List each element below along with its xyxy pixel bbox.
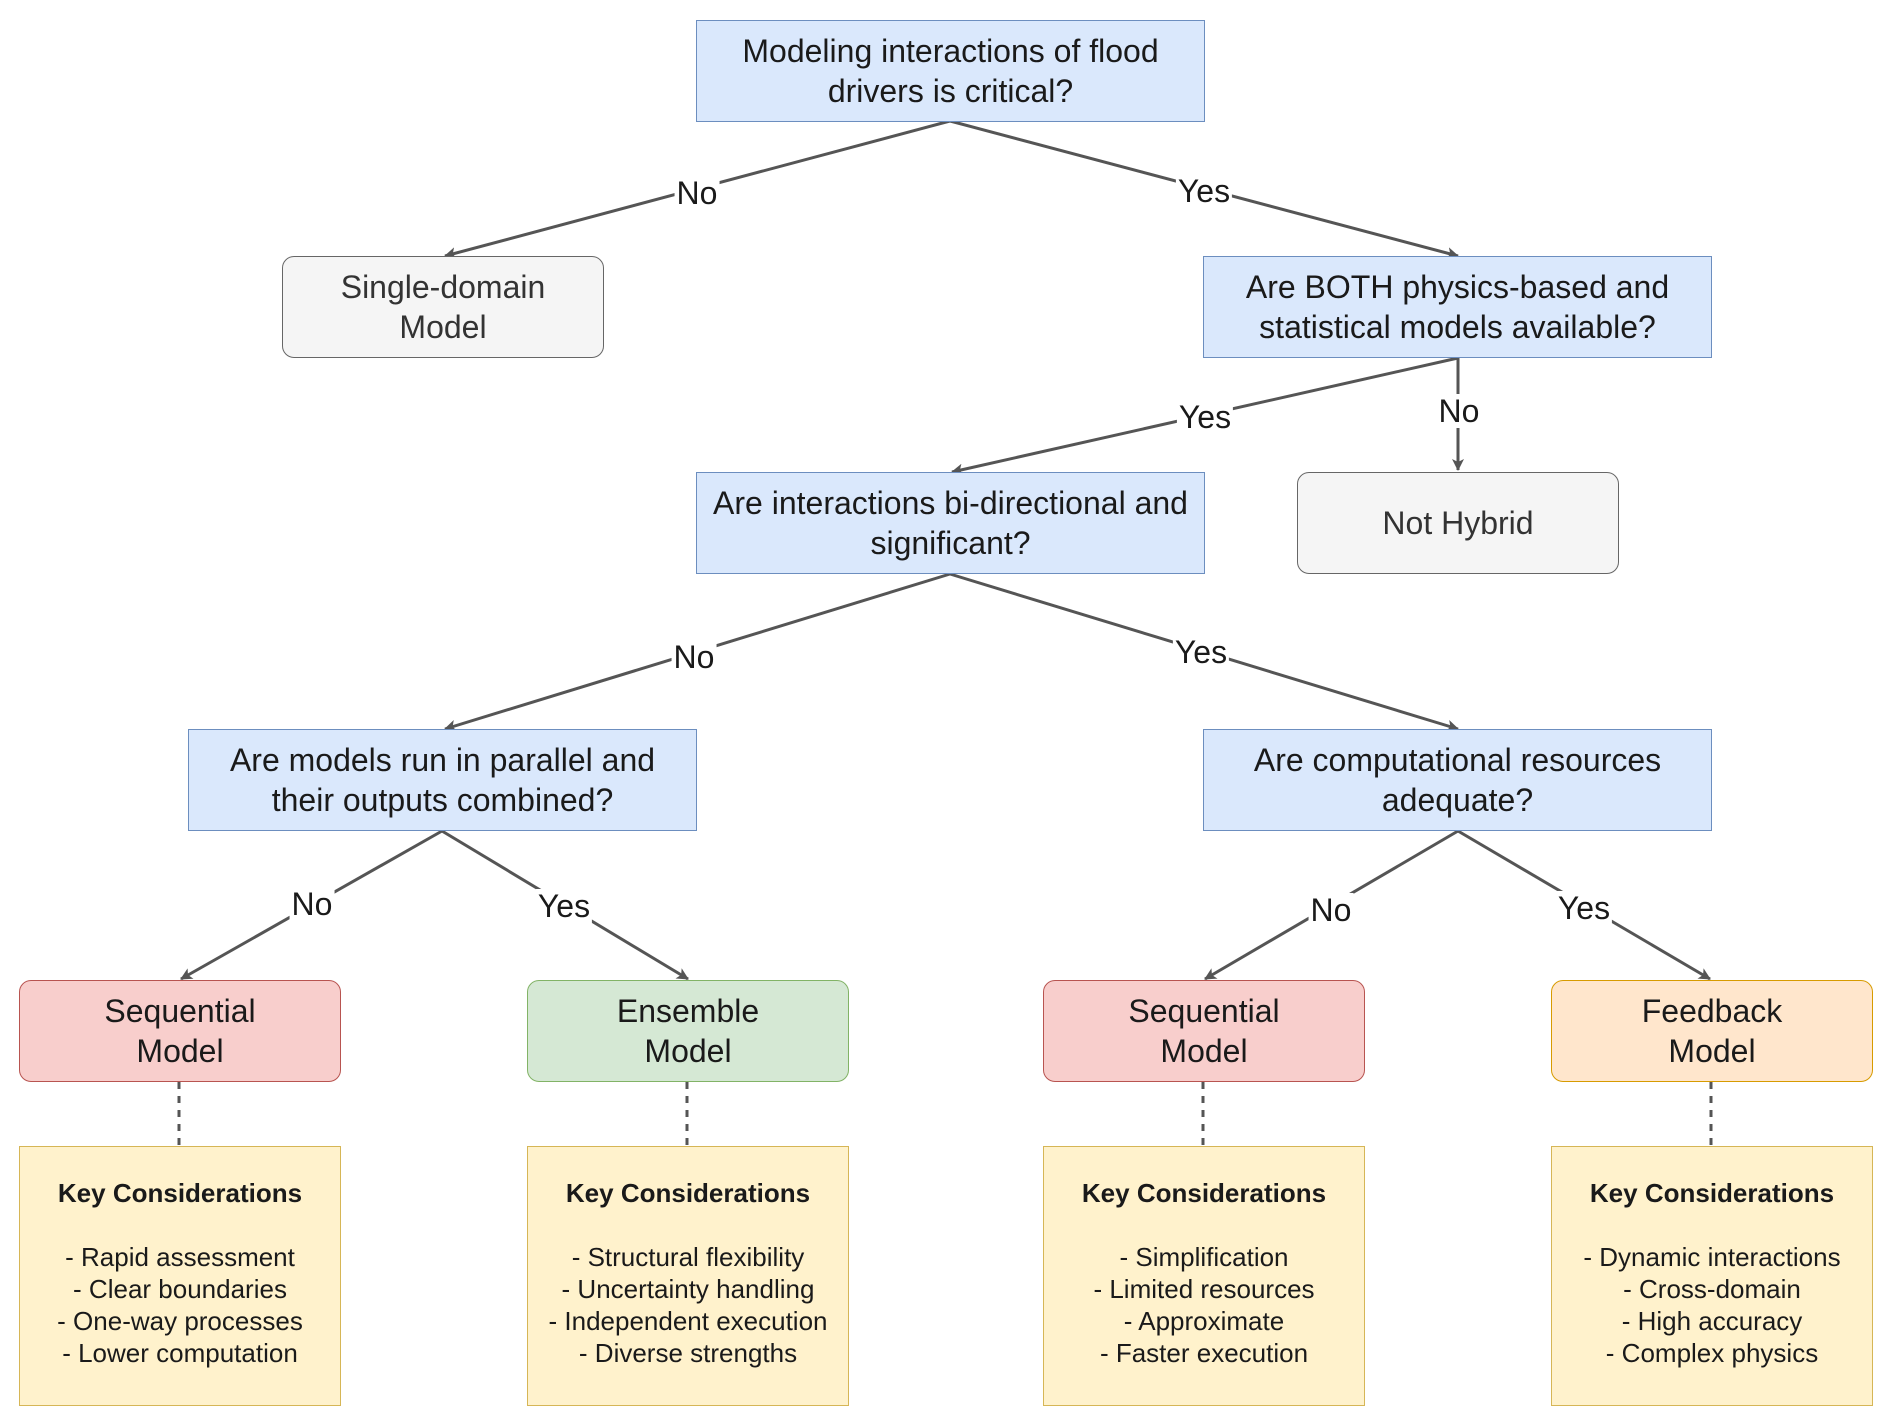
node-text: their outputs combined? [271,782,614,818]
result-ensemble-model: Ensemble Model [527,980,849,1082]
edge-label-q1-yes: Yes [1175,173,1233,209]
considerations-title: Key Considerations [1081,1178,1327,1208]
node-text: Are interactions bi-directional and [713,485,1188,521]
edge-label-q1-no: No [674,175,720,211]
decision-models-available: Are BOTH physics-based and statistical m… [1203,256,1712,358]
consideration-item: - Diverse strengths [578,1338,798,1368]
node-text: Single-domain [340,269,546,305]
consideration-item: - Dynamic interactions [1583,1242,1841,1272]
node-text: Modeling interactions of flood [742,33,1159,69]
consideration-item: - Limited resources [1093,1274,1315,1304]
node-text: Not Hybrid [1382,505,1534,541]
terminal-single-domain-model: Single-domain Model [282,256,604,358]
consideration-item: - Uncertainty handling [561,1274,815,1304]
consideration-item: - Rapid assessment [65,1242,295,1272]
node-text: statistical models available? [1259,309,1656,345]
node-text: drivers is critical? [827,73,1074,109]
node-text: Model [644,1033,732,1069]
edge-label-q5-no: No [1308,892,1354,928]
consideration-item: - Faster execution [1099,1338,1309,1368]
decision-parallel-models: Are models run in parallel and their out… [188,729,697,831]
result-sequential-model-left: Sequential Model [19,980,341,1082]
consideration-item: - Approximate [1123,1306,1285,1336]
node-text: Model [1668,1033,1756,1069]
terminal-not-hybrid: Not Hybrid [1297,472,1619,574]
consideration-item: - Clear boundaries [73,1274,287,1304]
consideration-item: - One-way processes [57,1306,303,1336]
node-text: Are models run in parallel and [229,742,656,778]
considerations-sequential-left: Key Considerations - Rapid assessment - … [19,1146,341,1406]
consideration-item: - Independent execution [548,1306,828,1336]
consideration-item: - Cross-domain [1623,1274,1801,1304]
considerations-sequential-right: Key Considerations - Simplification - Li… [1043,1146,1365,1406]
edge-label-q4-no: No [289,886,335,922]
considerations-title: Key Considerations [565,1178,811,1208]
edge-label-q2-no: No [1436,393,1482,429]
consideration-item: - Complex physics [1605,1338,1819,1368]
node-text: Are computational resources [1253,742,1662,778]
edge-label-q2-yes: Yes [1176,399,1234,435]
node-text: Are BOTH physics-based and [1245,269,1670,305]
edge-label-q3-yes: Yes [1172,634,1230,670]
node-text: Model [399,309,487,345]
node-text: significant? [870,525,1031,561]
considerations-title: Key Considerations [57,1178,303,1208]
edge-label-q4-yes: Yes [535,888,593,924]
decision-computational-resources: Are computational resources adequate? [1203,729,1712,831]
node-text: adequate? [1381,782,1534,818]
node-text: Model [136,1033,224,1069]
node-text: Sequential [104,993,256,1029]
considerations-title: Key Considerations [1589,1178,1835,1208]
consideration-item: - High accuracy [1621,1306,1803,1336]
node-text: Ensemble [616,993,760,1029]
node-text: Sequential [1128,993,1280,1029]
edge-label-q3-no: No [671,639,717,675]
decision-flood-drivers: Modeling interactions of flood drivers i… [696,20,1205,122]
node-text: Feedback [1641,993,1783,1029]
consideration-item: - Lower computation [62,1338,298,1368]
node-text: Model [1160,1033,1248,1069]
decision-bidirectional-interactions: Are interactions bi-directional and sign… [696,472,1205,574]
consideration-item: - Structural flexibility [571,1242,805,1272]
result-sequential-model-right: Sequential Model [1043,980,1365,1082]
consideration-item: - Simplification [1119,1242,1289,1272]
result-feedback-model: Feedback Model [1551,980,1873,1082]
edge-label-q5-yes: Yes [1555,890,1613,926]
considerations-ensemble: Key Considerations - Structural flexibil… [527,1146,849,1406]
considerations-feedback: Key Considerations - Dynamic interaction… [1551,1146,1873,1406]
